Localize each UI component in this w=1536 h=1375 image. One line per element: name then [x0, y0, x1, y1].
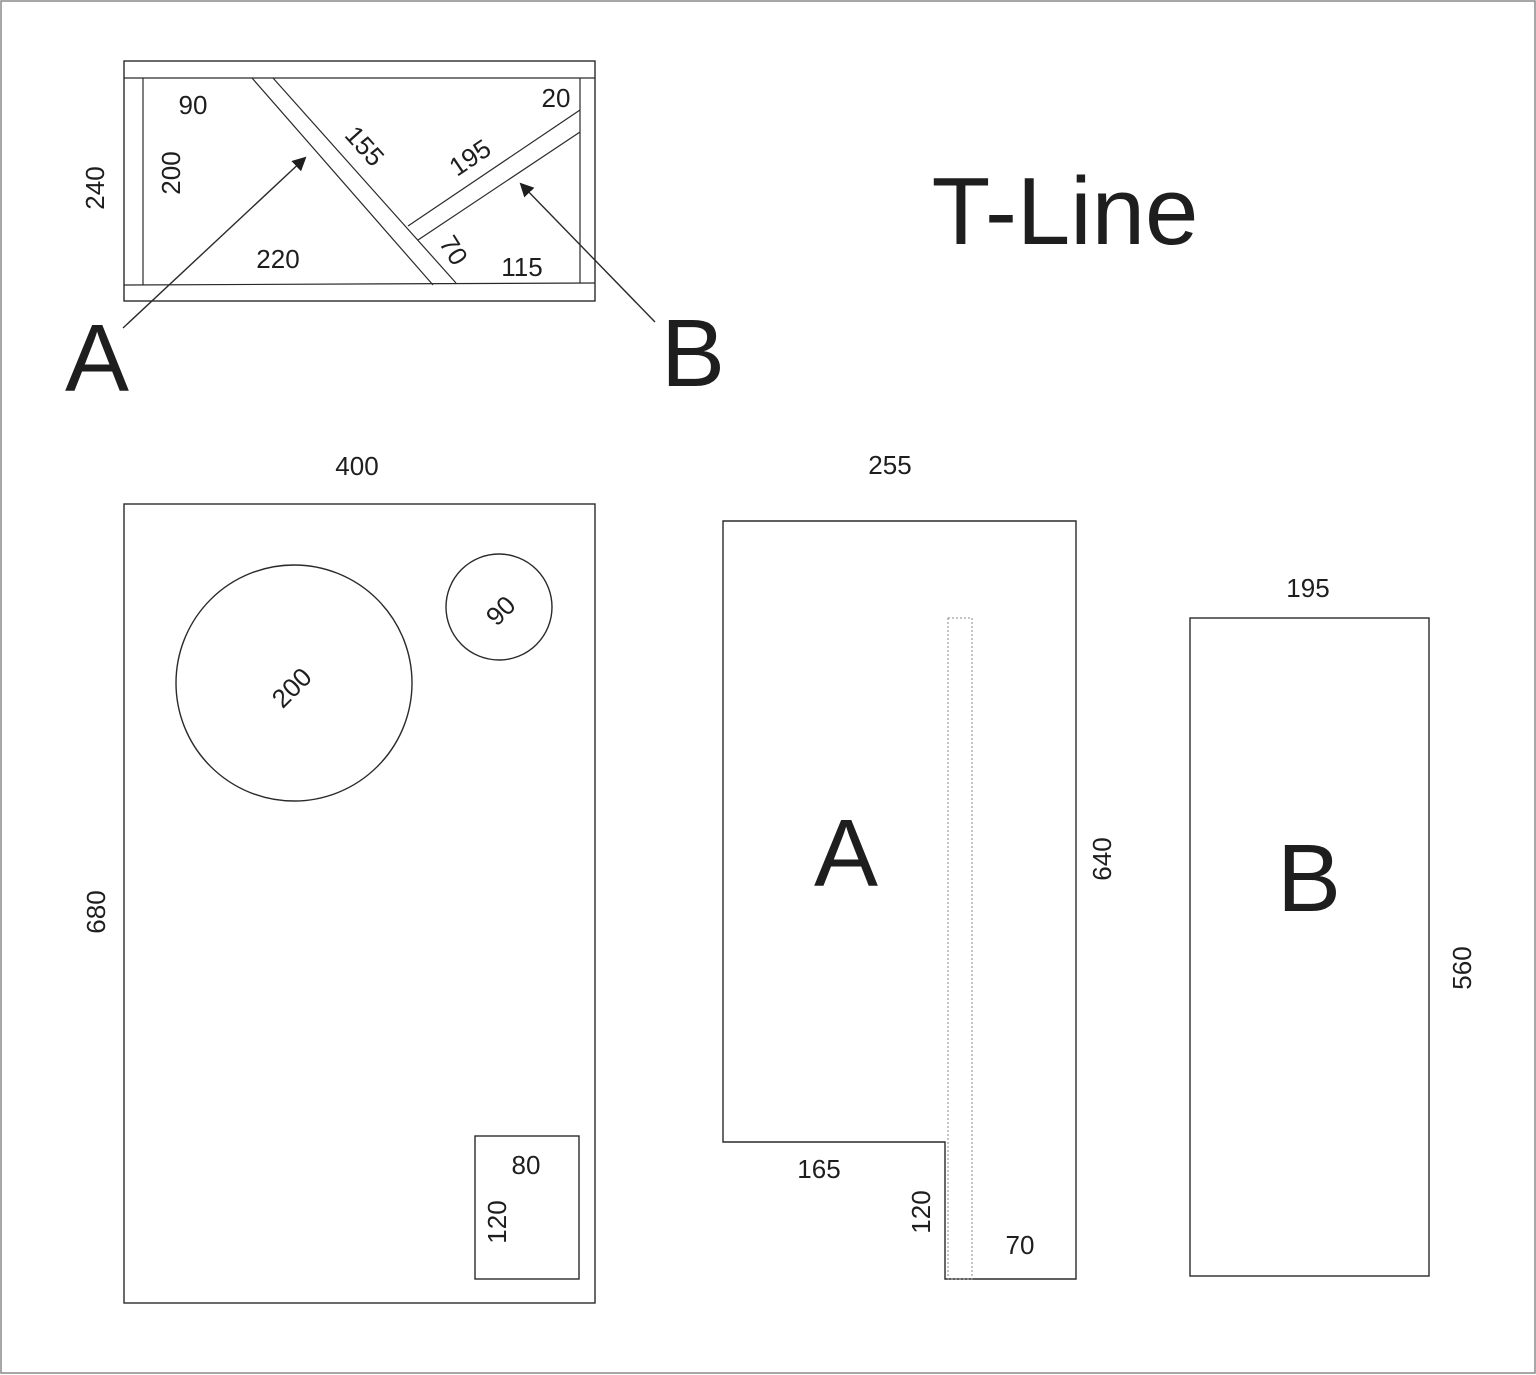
section-label-200: 200: [156, 151, 186, 194]
front-panel-outline: [123, 503, 596, 1304]
cross-section: 240 90 200 220 155 195 20 70 115 A B: [65, 60, 725, 412]
panel-b-height-label: 560: [1447, 946, 1477, 989]
section-outer-box: [123, 60, 596, 302]
front-panel-width-label: 400: [335, 451, 378, 481]
tweeter-diameter-label: 90: [480, 590, 522, 632]
section-panel-b-line-1: [407, 109, 581, 227]
panel-a-slot-width-label: 70: [1006, 1230, 1035, 1260]
section-height-label: 240: [80, 166, 110, 209]
callout-arrow-a: [122, 156, 307, 329]
section-label-155: 155: [339, 120, 390, 172]
panel-b-width-label: 195: [1286, 573, 1329, 603]
panel-a-outline: [722, 520, 1077, 1280]
port-width-label: 80: [512, 1150, 541, 1180]
panel-a-height-label: 640: [1087, 837, 1117, 880]
panel-a-label: A: [814, 800, 878, 907]
panel-a: A 255 640 165 120 70: [722, 450, 1117, 1280]
section-label-115: 115: [501, 252, 542, 282]
panel-b-outline: [1189, 617, 1430, 1277]
woofer-cutout: [175, 564, 413, 802]
drawing-title: T-Line: [932, 158, 1199, 265]
section-panel-b-line-2: [417, 131, 581, 241]
section-label-220: 220: [256, 244, 299, 274]
callout-label-b: B: [661, 300, 725, 407]
tweeter-cutout: [445, 553, 553, 661]
panel-a-slot-outline: [947, 617, 973, 1280]
section-panel-a-line-2: [272, 77, 457, 284]
panel-a-step-width-label: 165: [797, 1154, 840, 1184]
port-height-label: 120: [482, 1200, 512, 1243]
panel-a-step-height-label: 120: [906, 1190, 936, 1233]
front-panel-height-label: 680: [81, 890, 111, 933]
section-label-20: 20: [542, 83, 571, 113]
section-label-195: 195: [444, 133, 497, 182]
callout-arrow-b: [519, 182, 656, 323]
callout-label-a: A: [65, 305, 129, 412]
woofer-diameter-label: 200: [266, 662, 318, 714]
port-cutout: [474, 1135, 580, 1280]
section-bottom-board: [123, 282, 596, 286]
panel-a-width-label: 255: [868, 450, 911, 480]
front-panel: 400 680 200 90 80 120: [81, 451, 596, 1304]
section-label-90: 90: [179, 90, 208, 120]
panel-b-label: B: [1277, 825, 1341, 932]
panel-b: B 195 560: [1189, 573, 1477, 1277]
section-panel-a-line-1: [251, 77, 434, 286]
